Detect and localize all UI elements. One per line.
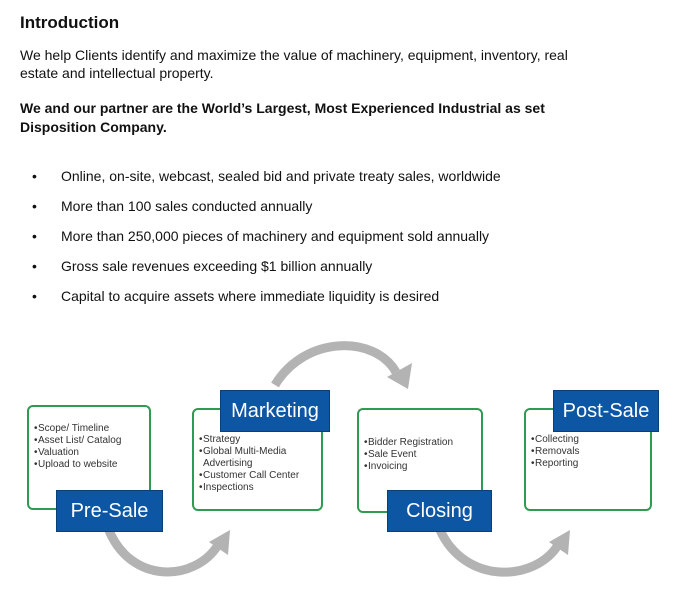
bullet-item: • Gross sale revenues exceeding $1 billio… [32, 258, 501, 288]
arrowhead-icon [549, 530, 570, 555]
stage-item: •Inspections [199, 482, 254, 493]
bullet-item: • More than 250,000 pieces of machinery a… [32, 228, 501, 258]
bullet-item: • Online, on-site, webcast, sealed bid an… [32, 168, 501, 198]
bullet-text: Gross sale revenues exceeding $1 billion… [61, 258, 373, 274]
arrowhead-icon [209, 530, 230, 555]
stage-item: •Strategy [199, 434, 241, 445]
stage-item: •Asset List/ Catalog [34, 435, 122, 446]
arrow-closing-to-postsale [435, 527, 562, 577]
page-heading: Introduction [20, 13, 120, 32]
bullet-text: More than 250,000 pieces of machinery an… [61, 228, 490, 244]
stage-item: •Sale Event [364, 449, 417, 460]
stage-label-post-sale: Post-Sale [553, 390, 659, 432]
bullet-dot: • [32, 258, 37, 274]
bullet-item: • More than 100 sales conducted annually [32, 198, 501, 228]
stage-item: •Invoicing [364, 461, 408, 472]
stage-label-pre-sale: Pre-Sale [56, 490, 163, 532]
stage-item: •Reporting [531, 458, 579, 469]
stage-item: •Scope/ Timeline [34, 423, 110, 434]
stage-item: •Global Multi-Media Advertising [199, 446, 287, 469]
stage-item: •Upload to website [34, 459, 118, 470]
highlight-statement: We and our partner are the World’s Large… [20, 100, 545, 135]
arrow-presale-to-marketing [103, 526, 222, 577]
bullet-text: Online, on-site, webcast, sealed bid and… [61, 168, 501, 184]
stage-item: •Bidder Registration [364, 437, 454, 448]
arrowhead-icon [387, 363, 412, 389]
stage-item: •Collecting [531, 434, 579, 445]
stage-item: •Removals [531, 446, 580, 457]
bullet-dot: • [32, 198, 37, 214]
intro-paragraph: We help Clients identify and maximize th… [20, 47, 568, 81]
bullet-list: • Online, on-site, webcast, sealed bid an… [32, 168, 501, 318]
stage-item: •Customer Call Center [199, 470, 300, 481]
bullet-dot: • [32, 288, 37, 304]
arrow-marketing-to-closing [271, 341, 400, 388]
stage-item: •Valuation [34, 447, 79, 458]
bullet-item: • Capital to acquire assets where immedia… [32, 288, 501, 318]
stage-box-closing: •Bidder Registration •Sale Event •Invoic… [357, 408, 483, 513]
bullet-text: Capital to acquire assets where immediat… [61, 288, 440, 304]
stage-label-closing: Closing [387, 490, 492, 532]
bullet-text: More than 100 sales conducted annually [61, 198, 313, 214]
bullet-dot: • [32, 228, 37, 244]
bullet-dot: • [32, 168, 37, 184]
stage-label-marketing: Marketing [220, 390, 330, 432]
